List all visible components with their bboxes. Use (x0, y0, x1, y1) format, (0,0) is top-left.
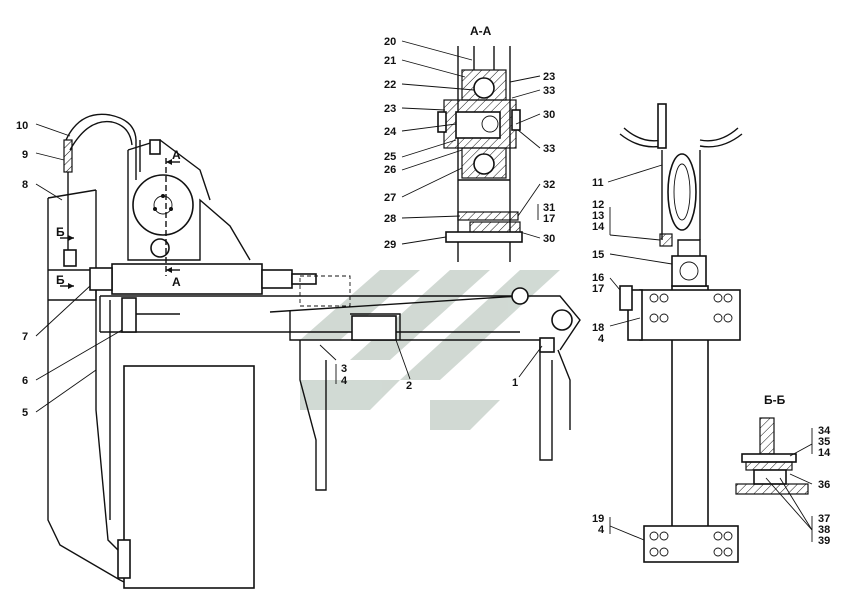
callout-17b: 17 (543, 213, 555, 225)
callout-1: 1 (512, 377, 518, 389)
callout-20: 20 (384, 36, 396, 48)
callout-labels: 10 9 8 7 6 5 1 2 3 4 11 12 13 14 15 16 1… (16, 36, 831, 547)
callout-3: 3 (341, 363, 347, 375)
callout-29: 29 (384, 239, 396, 251)
callout-33b: 33 (543, 143, 555, 155)
callout-14b: 14 (818, 447, 831, 459)
callout-27: 27 (384, 192, 396, 204)
callout-30a: 30 (543, 109, 555, 121)
section-bb-view (735, 417, 809, 495)
leader-lines (35, 40, 813, 542)
callout-3-4: 4 (341, 375, 348, 387)
callout-22: 22 (384, 79, 396, 91)
callout-11: 11 (592, 177, 604, 189)
callout-33a: 33 (543, 85, 555, 97)
section-b-bottom: Б (56, 273, 65, 287)
callout-12: 12 (592, 199, 604, 211)
callout-14: 14 (592, 221, 605, 233)
main-assembly (47, 113, 581, 589)
callout-32: 32 (543, 179, 555, 191)
callout-13: 13 (592, 210, 604, 222)
callout-15: 15 (592, 249, 604, 261)
section-aa-title: А-А (470, 24, 492, 38)
callout-6: 6 (22, 375, 28, 387)
callout-39: 39 (818, 535, 830, 547)
section-a-bottom: А (172, 275, 181, 289)
callout-17: 17 (592, 283, 604, 295)
callout-18-4: 4 (598, 333, 605, 345)
section-b-top: Б (56, 225, 65, 239)
callout-10: 10 (16, 120, 28, 132)
callout-23b: 23 (543, 71, 555, 83)
callout-36: 36 (818, 479, 830, 491)
section-a-top: А (172, 148, 181, 162)
callout-30b: 30 (543, 233, 555, 245)
callout-38: 38 (818, 524, 830, 536)
callout-2: 2 (406, 380, 412, 392)
callout-16: 16 (592, 272, 604, 284)
callout-25: 25 (384, 151, 396, 163)
callout-19: 19 (592, 513, 604, 525)
callout-24: 24 (384, 126, 397, 138)
callout-34: 34 (818, 425, 831, 437)
callout-18: 18 (592, 322, 604, 334)
callout-26: 26 (384, 164, 396, 176)
callout-23a: 23 (384, 103, 396, 115)
callout-28: 28 (384, 213, 396, 225)
callout-5: 5 (22, 407, 28, 419)
callout-7: 7 (22, 331, 28, 343)
section-bb-title: Б-Б (764, 393, 786, 407)
callout-8: 8 (22, 179, 28, 191)
callout-37: 37 (818, 513, 830, 525)
right-column-view (619, 103, 743, 563)
callout-9: 9 (22, 149, 28, 161)
callout-31: 31 (543, 202, 555, 214)
callout-35: 35 (818, 436, 830, 448)
callout-19-4: 4 (598, 524, 605, 536)
callout-21: 21 (384, 55, 396, 67)
